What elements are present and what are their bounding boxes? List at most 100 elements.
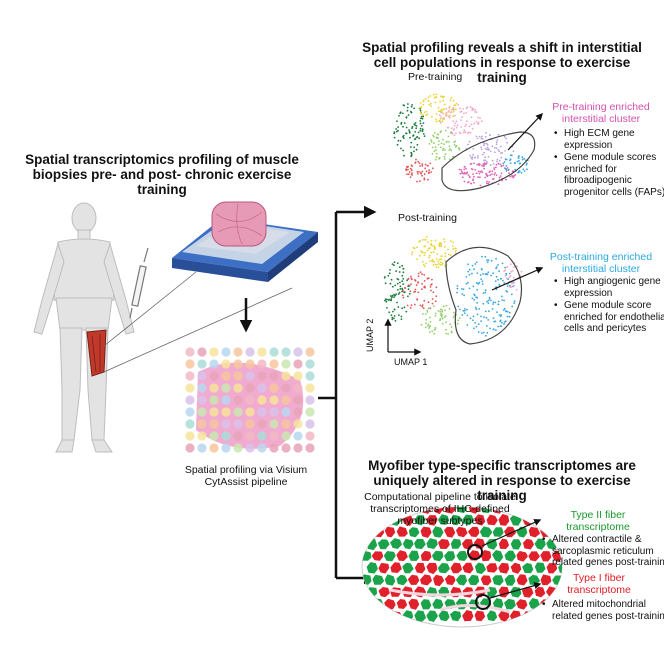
visium-spot [221,383,231,393]
umap-point [423,254,426,256]
muscle-fiber [430,549,445,563]
umap-point [411,251,414,254]
umap-point [481,164,483,167]
visium-spot [281,371,291,381]
umap-point [499,163,502,166]
visium-spot [257,431,267,441]
umap-point [439,263,442,266]
umap-point [453,104,456,107]
visium-spot [293,383,303,393]
umap-point [452,247,455,250]
umap-point [439,261,442,264]
umap-point [498,283,501,286]
umap-point [415,148,418,151]
umap-point [414,122,417,124]
umap-point [440,116,442,118]
umap-point [393,261,396,264]
umap-point [505,277,508,279]
visium-spot [209,407,219,417]
muscle-fiber [466,526,481,538]
muscle-fiber [443,550,457,563]
visium-spot [185,359,195,369]
umap-point [495,166,497,169]
umap-point [460,126,462,128]
umap-point [472,153,474,156]
umap-point [462,309,465,312]
umap-point [419,107,421,109]
muscle-fiber [389,537,403,550]
umap-point [492,178,495,180]
umap-point [504,167,506,170]
umap-point [497,303,500,306]
visium-spot [233,371,243,381]
umap-point [485,160,488,163]
umap-point [423,280,426,282]
umap-point [484,255,487,258]
umap-point [472,147,475,150]
umap-point [476,137,479,140]
visium-spot [185,431,195,441]
umap-point [418,162,421,165]
umap-point [475,111,478,114]
umap-point [435,258,438,260]
umap-point [448,308,451,310]
umap-point [432,251,435,254]
umap-point [429,102,432,105]
muscle-fiber [419,598,433,611]
umap-point [453,125,456,127]
umap-point [421,163,424,166]
umap-point [496,139,499,141]
post-cluster-outline [445,246,523,345]
umap-point [402,137,405,140]
umap-point [480,332,483,334]
visium-spot [197,431,207,441]
umap-point [513,284,515,287]
umap-point [463,165,466,168]
umap-point [427,301,430,304]
umap-point [395,128,397,130]
umap-point [424,163,427,166]
umap-point [438,258,441,261]
umap-point [476,313,479,316]
visium-spot [233,383,243,393]
umap-point [499,277,502,280]
umap-point [440,245,443,248]
umap-point [401,264,403,267]
post-bullet: High angiogenic gene expression [554,276,664,299]
umap-post-training [383,236,523,337]
umap-point [487,271,490,274]
umap-point [424,97,427,100]
umap-point [506,141,508,144]
umap-point [485,162,488,165]
umap-point [460,169,462,171]
umap-point [512,170,514,173]
umap-point [415,158,417,161]
umap-point [473,175,475,178]
umap-point [468,176,471,179]
umap-point [429,321,432,323]
umap-point [439,100,441,103]
umap-point [409,167,412,170]
umap-point [484,291,487,294]
umap-point [441,309,443,311]
umap-point [463,168,466,171]
umap-point [513,300,516,303]
umap-point [475,135,478,138]
visium-spot [221,395,231,405]
umap-point [477,331,480,333]
muscle-fiber [509,561,523,575]
umap-point [456,322,459,325]
umap-point [479,184,482,187]
umap-point [410,154,413,156]
umap-point [444,315,447,317]
umap-point [441,255,443,258]
umap-point [471,109,474,112]
umap-point [434,263,437,266]
umap-point [436,253,439,255]
type1-bullet: Altered mitochondrial related genes post… [542,599,664,622]
umap-point [504,266,506,269]
umap-point [442,305,445,308]
umap-point [414,131,417,133]
umap-point [449,111,452,114]
umap-point [408,130,411,133]
